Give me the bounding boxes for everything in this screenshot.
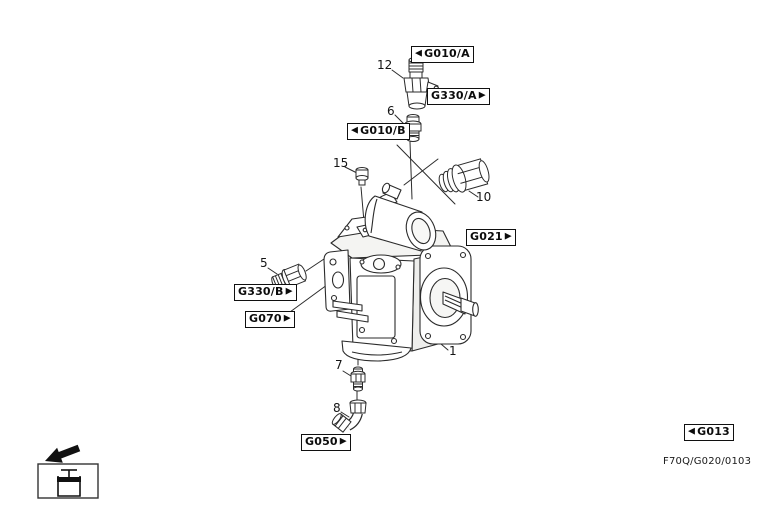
fitting-8-drawing: [331, 399, 367, 433]
arrow-right-icon: ▶: [283, 313, 291, 324]
fitting-6-drawing: [404, 114, 422, 142]
fitting-7-drawing: [350, 366, 366, 392]
ref-link-g070[interactable]: G070 ▶: [245, 311, 295, 328]
part-number-7: 7: [335, 358, 343, 372]
ref-label-text: G010/B: [360, 124, 406, 137]
ref-link-g330b[interactable]: G330/B ▶: [234, 284, 297, 301]
arrow-left-icon: ◀: [688, 426, 696, 437]
piston-symbol-icon: [57, 469, 81, 497]
part-number-12: 12: [377, 58, 393, 72]
figure-code: F70Q/G020/0103: [663, 456, 752, 467]
fitting-15-drawing: [355, 167, 369, 186]
ref-label-text: G021: [470, 230, 503, 243]
arrow-right-icon: ▶: [504, 231, 512, 242]
pump-body-drawing: [323, 182, 479, 362]
ref-label-text: G330/A: [431, 89, 477, 102]
part-number-8: 8: [333, 401, 341, 415]
ref-label-text: G050: [305, 435, 338, 448]
arrow-right-icon: ▶: [285, 286, 293, 297]
ref-link-g010a[interactable]: ◀ G010/A: [411, 46, 474, 63]
ref-link-g330a[interactable]: G330/A ▶: [427, 88, 490, 105]
ref-label-text: G330/B: [238, 285, 284, 298]
part-number-6: 6: [387, 104, 395, 118]
part-number-15: 15: [333, 156, 349, 170]
ref-label-text: G070: [249, 312, 282, 325]
direction-arrow-icon: [45, 444, 81, 463]
part-number-10: 10: [476, 190, 492, 204]
ref-label-text: G010/A: [424, 47, 470, 60]
legend-group: [37, 444, 99, 499]
arrow-left-icon: ◀: [351, 125, 359, 136]
arrow-left-icon: ◀: [415, 48, 423, 59]
part-number-5: 5: [260, 256, 268, 270]
arrow-right-icon: ▶: [478, 90, 486, 101]
ref-label-text: G013: [697, 425, 730, 438]
fitting-10-drawing: [438, 158, 490, 193]
arrow-right-icon: ▶: [339, 436, 347, 447]
ref-link-g013[interactable]: ◀ G013: [684, 424, 734, 441]
part-number-1: 1: [449, 344, 457, 358]
ref-link-g010b[interactable]: ◀ G010/B: [347, 123, 410, 140]
ref-link-g050[interactable]: G050 ▶: [301, 434, 351, 451]
ref-link-g021[interactable]: G021 ▶: [466, 229, 516, 246]
